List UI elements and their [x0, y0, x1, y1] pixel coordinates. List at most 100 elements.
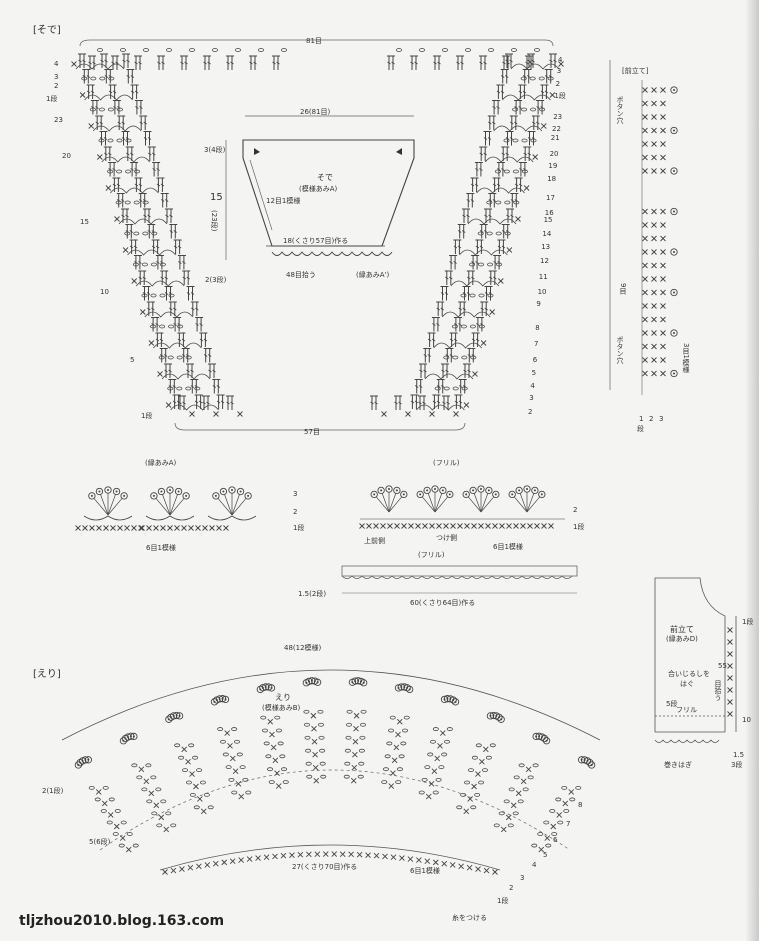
sleeve-inner-depth: 3(4段) — [204, 145, 226, 154]
collar-chain: 27(くさり70目)作る — [292, 862, 357, 871]
frill-attach-label: つけ側 — [436, 533, 457, 542]
assembly-bottom-rows: 3段 — [731, 760, 742, 769]
svg-text:17: 17 — [546, 194, 555, 202]
front-band-repeat: 3目1模様 — [682, 343, 690, 373]
sleeve-inner-height: 15 — [210, 192, 223, 203]
sleeve-center-edge: (縁あみA') — [356, 270, 389, 279]
svg-text:22: 22 — [552, 125, 561, 133]
svg-text:2: 2 — [54, 82, 58, 90]
sleeve-top-width: 81目 — [306, 37, 322, 45]
sleeve-center-pickup: 48目拾う — [286, 270, 316, 279]
assembly-bottom-note: 巻きはぎ — [664, 760, 692, 769]
svg-text:11: 11 — [539, 273, 548, 281]
svg-text:15: 15 — [544, 216, 553, 224]
svg-text:4: 4 — [530, 382, 535, 390]
edging-a-chart — [75, 486, 257, 531]
collar-header: [えり] — [33, 668, 61, 680]
svg-text:21: 21 — [551, 134, 560, 142]
frill-schematic-title: (フリル) — [418, 551, 445, 559]
svg-text:6: 6 — [553, 836, 558, 844]
sleeve-inner-width: 26(81目) — [300, 108, 331, 116]
sleeve-bottom-width: 57目 — [304, 428, 320, 436]
assembly-mark-note-1: 合いじるしを — [668, 669, 710, 678]
svg-text:3: 3 — [520, 874, 524, 882]
collar-guide-arc — [99, 769, 571, 851]
svg-text:23: 23 — [553, 113, 562, 121]
sleeve-center-pattern: (模様あみA) — [299, 184, 338, 193]
svg-text:20: 20 — [62, 152, 71, 160]
svg-text:16: 16 — [545, 209, 554, 217]
collar-repeat: 6目1模様 — [410, 866, 440, 875]
svg-text:14: 14 — [542, 230, 551, 238]
svg-text:3: 3 — [293, 490, 297, 498]
front-band-header: [前立て] — [622, 66, 649, 75]
sleeve-schematic — [242, 139, 415, 247]
svg-text:3: 3 — [529, 394, 533, 402]
collar-outer-width: 48(12模様) — [284, 643, 322, 652]
frill-height: 1.5(2段) — [298, 589, 326, 598]
svg-text:3: 3 — [557, 67, 561, 75]
collar-attach-note: 糸をつける — [452, 913, 487, 922]
svg-text:19: 19 — [548, 162, 557, 170]
frill-repeat: 6目1模様 — [493, 542, 523, 551]
sleeve-inner-rows: (23段) — [210, 210, 219, 232]
sleeve-left-row-labels: 4 3 2 1段 23 20 15 10 5 1段 — [46, 60, 152, 420]
svg-text:1: 1 — [639, 415, 643, 423]
svg-text:3: 3 — [54, 73, 58, 81]
assembly-band-pattern: (縁あみD) — [666, 634, 698, 643]
front-band-stitch-count: 9目 — [619, 283, 627, 296]
svg-text:1段: 1段 — [141, 411, 152, 420]
svg-text:5: 5 — [532, 369, 536, 377]
frill-schematic-bar — [341, 565, 578, 577]
sleeve-top-dimension — [79, 39, 554, 47]
svg-text:8: 8 — [578, 801, 582, 809]
sleeve-bottom-dimension — [174, 422, 466, 431]
svg-text:23: 23 — [54, 116, 63, 124]
svg-text:12: 12 — [540, 257, 549, 265]
svg-text:1段: 1段 — [293, 523, 304, 532]
svg-text:2: 2 — [649, 415, 653, 423]
edging-a-row-labels: 3 2 1段 — [293, 490, 304, 532]
page-binding-shadow — [745, 0, 759, 941]
svg-text:2: 2 — [556, 80, 560, 88]
assembly-width-55: 55 — [718, 662, 727, 670]
svg-text:1段: 1段 — [554, 91, 565, 100]
front-band-chart — [641, 80, 678, 395]
sleeve-right-chart — [409, 53, 564, 411]
svg-text:2: 2 — [573, 506, 577, 514]
collar-title: えり — [275, 693, 291, 702]
svg-text:20: 20 — [550, 150, 559, 158]
edging-a-repeat: 6目1模様 — [146, 543, 176, 552]
front-band-buttonhole-bottom: ボタン穴 — [616, 336, 624, 365]
svg-text:15: 15 — [80, 218, 89, 226]
frill-row-labels: 2 1段 — [573, 506, 584, 531]
edging-a-title: (縁あみA) — [145, 458, 177, 467]
frill-chain: 60(くさり64目)作る — [410, 598, 475, 607]
svg-text:2: 2 — [528, 408, 532, 416]
svg-text:18: 18 — [547, 175, 556, 183]
assembly-row-1: 1段 — [742, 617, 753, 626]
assembly-bottom-width: 1.5 — [733, 751, 744, 759]
svg-text:5: 5 — [543, 851, 547, 859]
svg-text:4: 4 — [558, 56, 563, 64]
watermark: tljzhou2010.blog.163.com — [19, 913, 224, 929]
svg-text:10: 10 — [538, 288, 547, 296]
sleeve-inner-ribbing: 2(3段) — [205, 275, 227, 284]
sleeve-left-chart — [71, 53, 226, 411]
svg-text:2: 2 — [509, 884, 513, 892]
frill-chart — [359, 485, 565, 529]
assembly-mark-note-2: はぐ — [680, 680, 694, 688]
frill-title: (フリル) — [433, 459, 460, 467]
svg-text:段: 段 — [637, 424, 644, 433]
collar-pattern: (模様あみB) — [262, 703, 301, 712]
sleeve-center-stitch: 12目1模様 — [266, 196, 300, 205]
collar-outer-arc — [61, 669, 601, 741]
sleeve-center-chain: 18(くさり57目)作る — [283, 236, 348, 245]
sleeve-right-row-labels: 4321段23222120191817161514131211109876543… — [528, 56, 566, 416]
svg-text:10: 10 — [100, 288, 109, 296]
svg-text:13: 13 — [541, 243, 550, 251]
svg-text:1段: 1段 — [573, 522, 584, 531]
